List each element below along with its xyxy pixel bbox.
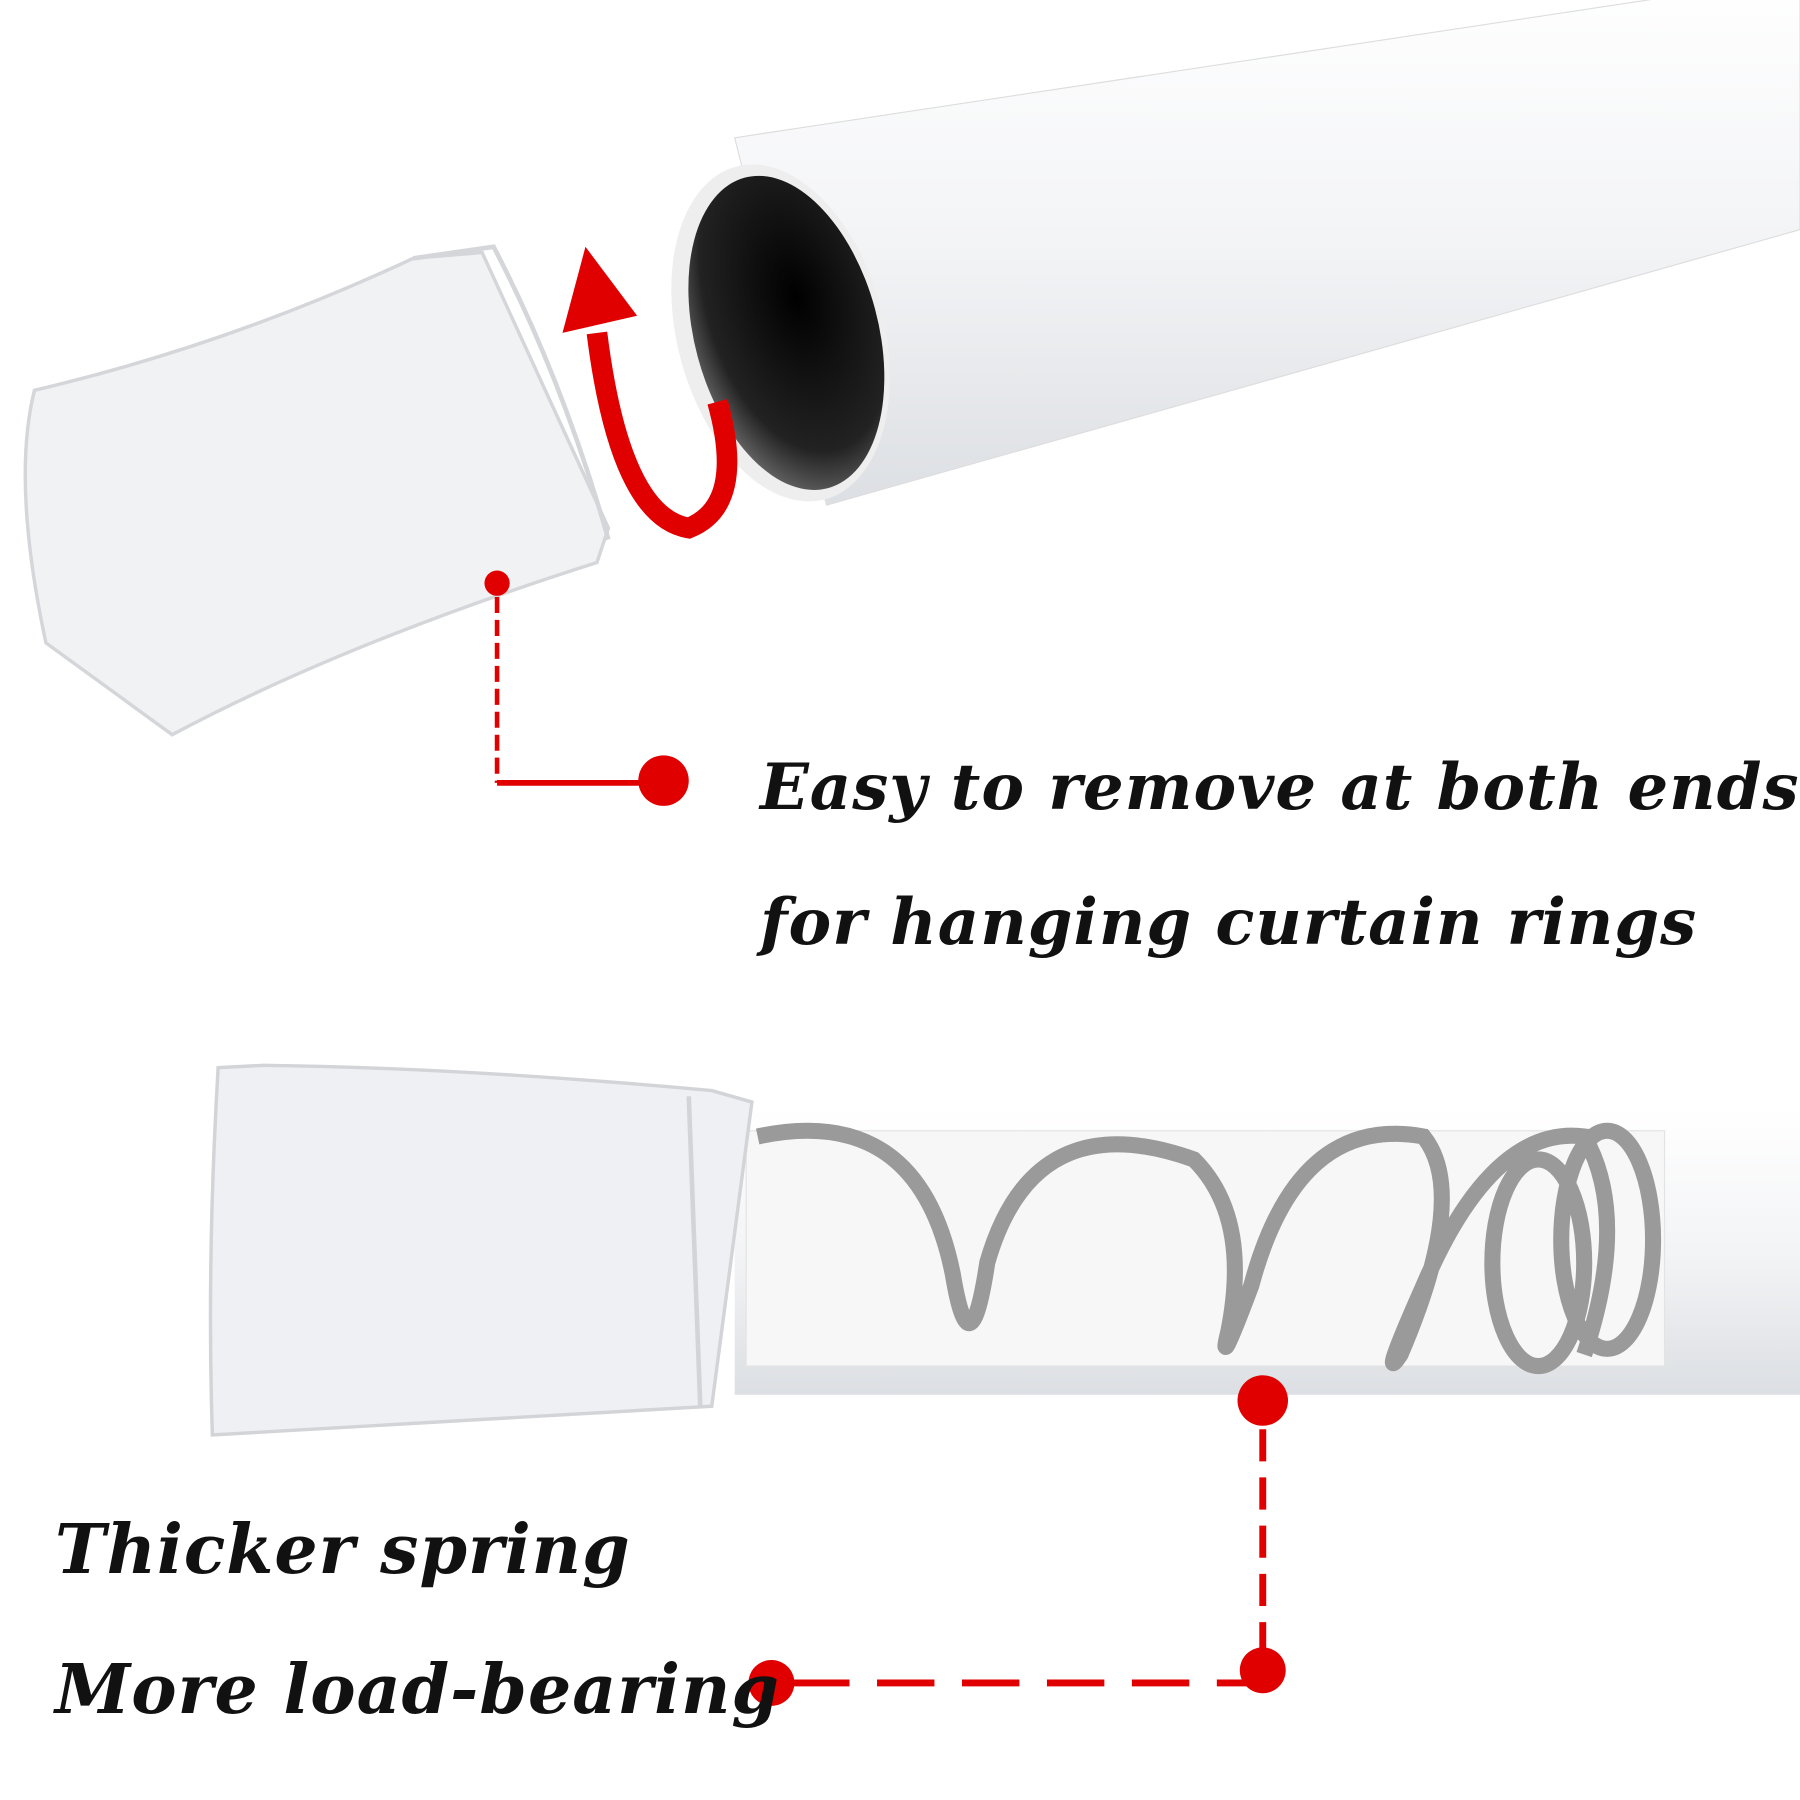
spring-icon [755, 1122, 1662, 1375]
rotate-arrow-icon [562, 246, 738, 539]
end-cap-bottom [208, 1063, 754, 1437]
callout-text-thicker-spring: Thicker spring [55, 1510, 631, 1590]
tube-opening [688, 175, 885, 490]
callout-text-load-bearing: More load-bearing [55, 1650, 780, 1730]
tension-rod-tube [671, 0, 1800, 506]
top-callout-connector [484, 570, 689, 806]
end-cap-top [23, 244, 611, 737]
bottom-callout-connector [748, 1375, 1289, 1706]
rod-with-spring [208, 1063, 1800, 1437]
callout-text-curtain-rings: for hanging curtain rings [760, 885, 1698, 960]
callout-text-remove-ends: Easy to remove at both ends [760, 750, 1800, 825]
